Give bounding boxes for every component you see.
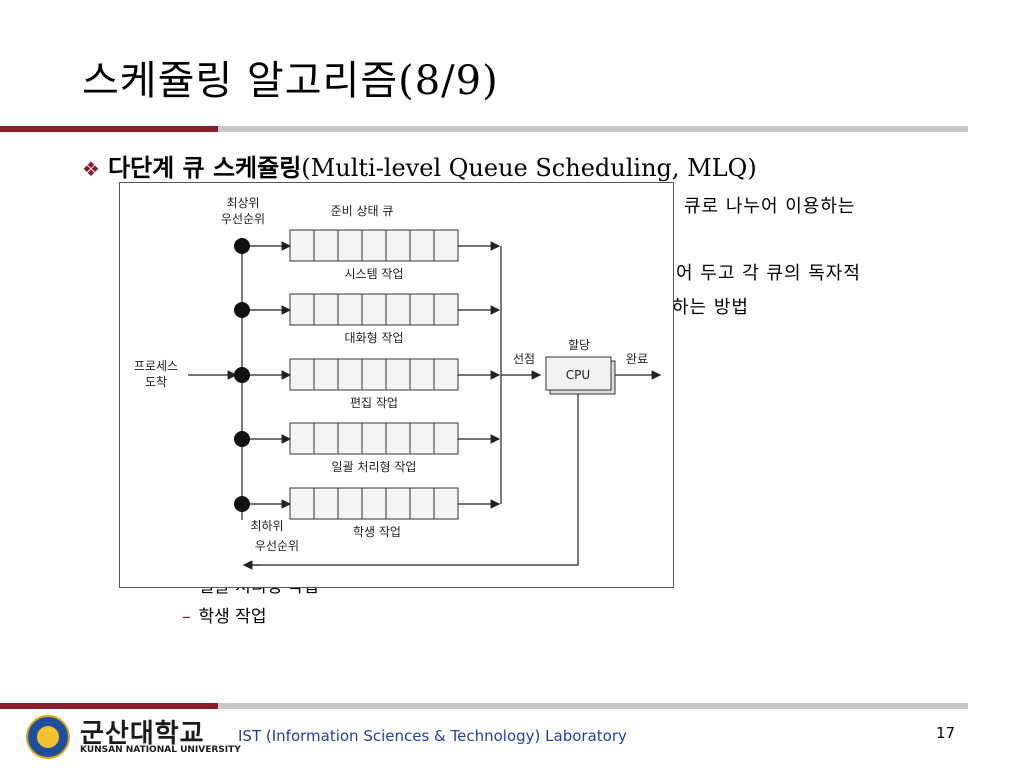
cpu-label: CPU <box>566 368 590 382</box>
dash-icon: – <box>182 607 191 627</box>
complete-label: 완료 <box>626 352 648 366</box>
university-seal-icon <box>26 715 70 759</box>
bullet-heading-english: (Multi-level Queue Scheduling, MLQ) <box>301 154 757 182</box>
top-priority-label-2: 우선순위 <box>221 212 265 226</box>
mlq-diagram: 최상위 우선순위 준비 상태 큐 프로세스 도착 시스템 작업 대화형 작업 <box>119 182 674 588</box>
bullet-heading-korean: 다단계 큐 스케쥴링 <box>107 154 302 182</box>
queue-batch-label: 일괄 처리형 작업 <box>332 460 417 474</box>
sub-item-student-label: 학생 작업 <box>198 607 267 627</box>
arrival-label-1: 프로세스 <box>134 359 178 373</box>
slide-title: 스케쥴링 알고리즘(8/9) <box>82 58 499 104</box>
cpu-box-front <box>545 356 612 391</box>
bottom-divider <box>0 703 968 709</box>
queue-editing-label: 편집 작업 <box>350 396 398 410</box>
queue-student: 학생 작업 <box>234 487 501 539</box>
page-number: 17 <box>936 724 956 742</box>
university-name-en: KUNSAN NATIONAL UNIVERSITY <box>80 745 241 755</box>
university-name: 군산대학교 <box>80 719 205 749</box>
sub-item-student: –학생 작업 <box>182 602 266 627</box>
bottom-priority-label-2: 우선순위 <box>255 539 299 553</box>
queue-batch: 일괄 처리형 작업 <box>234 422 501 474</box>
partial-text-line-1: 큐로 나누어 이용하는 <box>684 196 856 217</box>
mlq-diagram-svg: 최상위 우선순위 준비 상태 큐 프로세스 도착 시스템 작업 대화형 작업 <box>134 196 662 570</box>
feedback-line <box>250 394 579 566</box>
university-logo: 군산대학교 KUNSAN NATIONAL UNIVERSITY <box>26 713 241 761</box>
queue-interactive: 대화형 작업 <box>234 293 501 345</box>
top-divider-accent <box>0 126 218 132</box>
queue-interactive-label: 대화형 작업 <box>344 331 403 345</box>
bullet-heading: ❖ 다단계 큐 스케쥴링(Multi-level Queue Scheduling… <box>82 148 757 183</box>
diamond-flower-icon: ❖ <box>82 157 100 181</box>
arrival-label-2: 도착 <box>145 375 167 389</box>
dash-icon: – <box>182 586 191 597</box>
bottom-priority-label-1: 최하위 <box>250 519 283 533</box>
allocate-label: 할당 <box>568 338 590 352</box>
top-priority-label-1: 최상위 <box>226 196 259 210</box>
queue-student-label: 학생 작업 <box>353 525 401 539</box>
queue-editing: 편집 작업 <box>234 358 501 410</box>
ready-queue-label: 준비 상태 큐 <box>331 204 394 218</box>
lab-name: IST (Information Sciences & Technology) … <box>238 727 627 745</box>
queue-system-label: 시스템 작업 <box>344 267 403 281</box>
bottom-divider-accent <box>0 703 218 709</box>
sub-item-batch: –일괄 처리형 작업 <box>182 586 319 597</box>
partial-text-line-3: 하는 방법 <box>672 297 749 318</box>
partial-text-line-2: 어 두고 각 큐의 독자적 <box>676 263 861 284</box>
queue-system: 시스템 작업 <box>234 229 501 281</box>
top-divider <box>0 126 968 132</box>
preempt-label: 선점 <box>513 352 535 366</box>
